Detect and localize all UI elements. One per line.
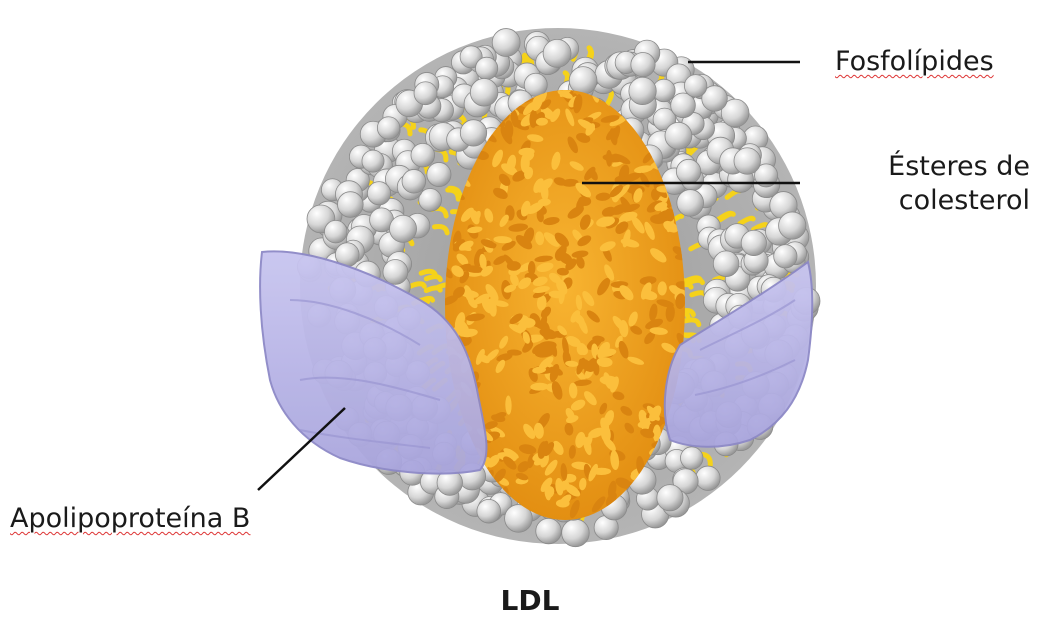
label-apolipoprotein-b-text: Apolipoproteína B [10,503,250,534]
phospholipid-tail [426,277,440,280]
phospholipid-head [414,82,437,105]
phospholipid-head [411,143,435,167]
phospholipid-head [324,220,347,243]
phospholipid-head [631,52,655,76]
phospholipid-head [569,67,597,95]
phospholipid-head [389,215,416,242]
phospholipid-head [402,169,426,193]
label-cholesterol-esters-line1: Ésteres de [868,150,1030,184]
phospholipid-head [774,245,797,268]
phospholipid-tail [410,284,424,287]
phospholipid-head [362,150,384,172]
phospholipid-head [427,162,451,186]
label-ldl-title: LDL [490,584,570,618]
phospholipid-head [665,122,692,149]
phospholipid-head [338,192,364,218]
phospholipid-head [629,77,656,104]
phospholipid-head [543,39,571,67]
phospholipid-head [657,485,683,511]
phospholipid-head [680,447,702,469]
phospholipid-head [676,159,700,183]
phospholipid-head [475,57,497,79]
phospholipid-head [367,182,390,205]
phospholipid-tail [426,288,440,291]
phospholipid-head [677,190,704,217]
phospholipid-head [684,75,707,98]
phospholipid-head [383,260,408,285]
phospholipid-head [713,251,739,277]
label-cholesterol-esters: Ésteres de colesterol [868,150,1030,218]
label-phospholipids: Fosfolípides [835,45,994,79]
phospholipid-head [460,120,486,146]
phospholipid-head [536,518,562,544]
label-apolipoprotein-b: Apolipoproteína B [10,502,250,536]
phospholipid-head [377,117,399,139]
phospholipid-head [470,79,498,107]
phospholipid-head [696,466,720,490]
phospholipid-head [741,230,766,255]
label-cholesterol-esters-line2: colesterol [868,184,1030,218]
phospholipid-head [492,29,520,57]
phospholipid-head [477,499,501,523]
phospholipid-tail [686,278,700,281]
phospholipid-head [734,148,761,175]
phospholipid-head [779,212,806,239]
phospholipid-head [562,519,590,547]
